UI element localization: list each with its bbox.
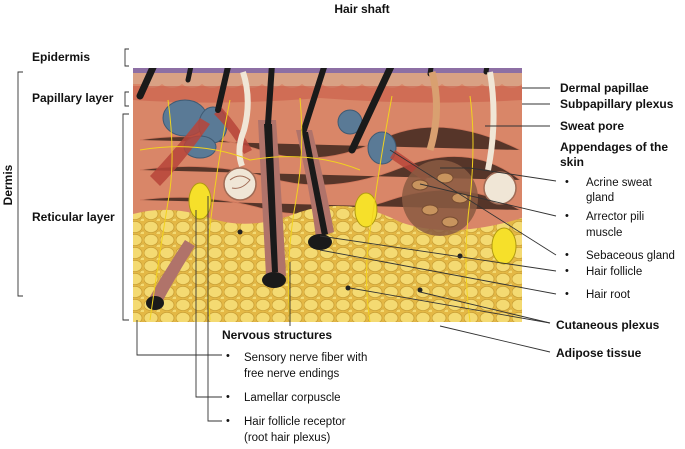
label-epidermis: Epidermis: [32, 50, 90, 64]
sweat-gland: [223, 71, 517, 236]
label-nervous-structures: Nervous structures: [222, 328, 332, 342]
lamellar-corpuscle: [188, 182, 517, 265]
skin-cross-section: [133, 68, 522, 322]
bullet: •: [565, 210, 569, 222]
labels: Hair shaft Epidermis Papillary layer Ret…: [1, 2, 675, 444]
label-receptor-line2: (root hair plexus): [244, 432, 330, 444]
leader-lines: [17, 48, 557, 422]
bullet: •: [565, 176, 569, 188]
bullet: •: [226, 350, 230, 362]
label-receptor-line1: Hair follicle receptor: [244, 416, 346, 428]
label-sensory-line1: Sensory nerve fiber with: [244, 352, 367, 364]
label-cutaneous-plexus: Cutaneous plexus: [556, 318, 660, 332]
label-subpapillary-plexus: Subpapillary plexus: [560, 97, 674, 111]
bullet: •: [565, 288, 569, 300]
label-lamellar-corpuscle: Lamellar corpuscle: [244, 392, 341, 404]
label-papillary-layer: Papillary layer: [32, 91, 114, 105]
bullet: •: [565, 249, 569, 261]
label-acrine-line2: gland: [586, 192, 614, 204]
nerve-fibers: [139, 95, 474, 322]
hair-shafts: [136, 68, 490, 154]
label-hair-root: Hair root: [586, 289, 631, 301]
sebaceous-gland: [162, 99, 397, 165]
label-appendages-line2: skin: [560, 155, 584, 169]
label-hair-follicle: Hair follicle: [586, 266, 642, 278]
cutaneous-plexus: [237, 229, 463, 293]
label-reticular-layer: Reticular layer: [32, 210, 115, 224]
label-appendages-line1: Appendages of the: [560, 140, 668, 154]
label-acrine-line1: Acrine sweat: [586, 177, 653, 189]
label-dermal-papillae: Dermal papillae: [560, 81, 649, 95]
label-adipose-tissue: Adipose tissue: [556, 346, 642, 360]
bullet: •: [226, 415, 230, 427]
bullet: •: [226, 391, 230, 403]
label-dermis: Dermis: [1, 164, 15, 205]
label-arrector-line2: muscle: [586, 227, 622, 239]
label-sweat-pore: Sweat pore: [560, 119, 624, 133]
label-sebaceous-gland: Sebaceous gland: [586, 250, 675, 262]
label-arrector-line1: Arrector pili: [586, 211, 644, 223]
label-hair-shaft: Hair shaft: [334, 2, 389, 16]
label-sensory-line2: free nerve endings: [244, 368, 340, 380]
bullet: •: [565, 265, 569, 277]
